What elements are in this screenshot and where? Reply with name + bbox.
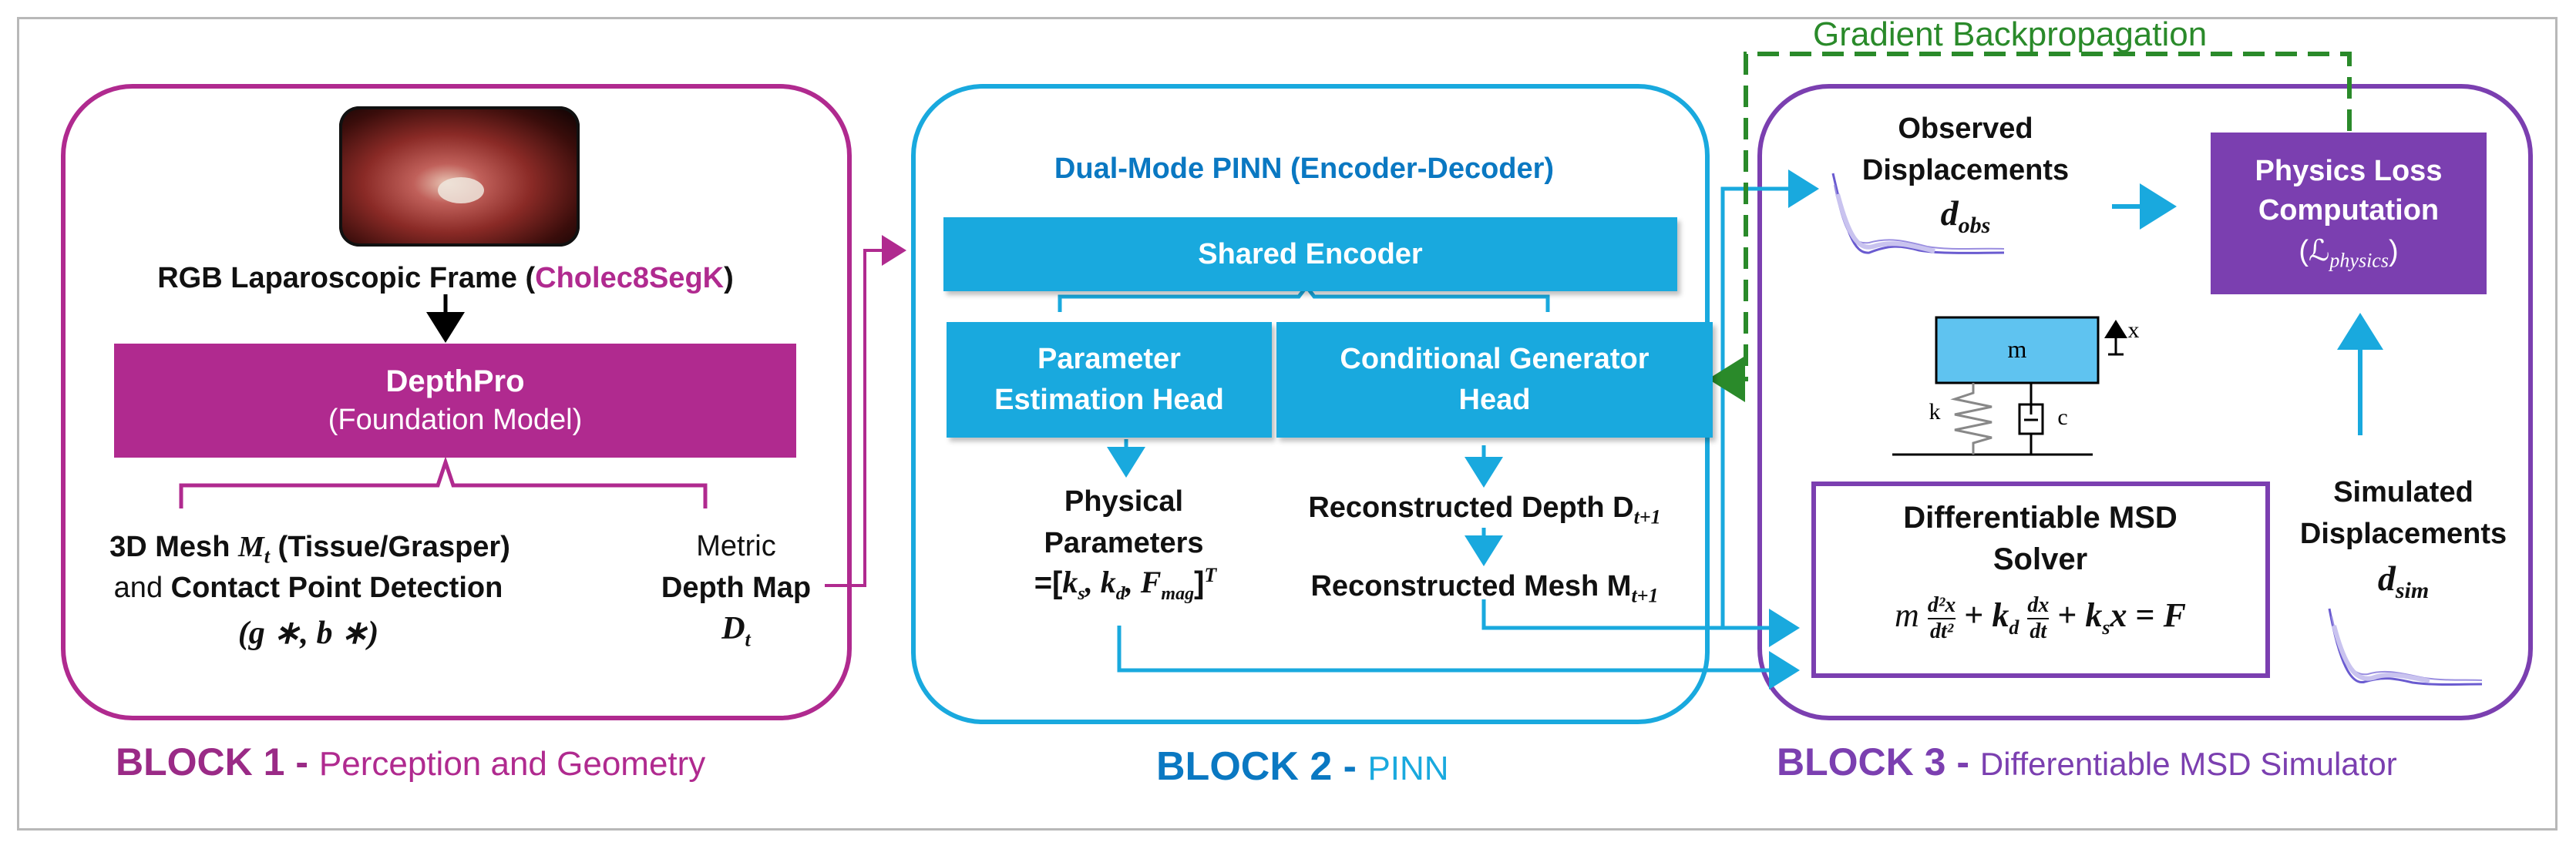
physical-params-label-2: Parameters [1044, 527, 1204, 559]
block2-caption: BLOCK 2 - PINN [1156, 744, 1449, 789]
figure-frame [17, 17, 2558, 831]
physical-params-label-1: Physical [1064, 485, 1184, 518]
mesh-label: 3D Mesh Mt (Tissue/Grasper) [109, 531, 510, 568]
depth-map-label: Depth Map [661, 572, 812, 604]
observed-label-1: Observed [1898, 112, 2033, 145]
observed-label-2: Displacements [1861, 154, 2070, 186]
physical-params-vector: =[ks, kd, Fmag]T [1034, 564, 1217, 605]
d-sim-symbol: dsim [2377, 559, 2430, 604]
x-label: x [2127, 317, 2140, 343]
block1-caption: BLOCK 1 - Perception and Geometry [116, 740, 706, 784]
frame-caption: RGB Laparoscopic Frame (Cholec8SegK) [157, 262, 734, 294]
pinn-title: Dual-Mode PINN (Encoder-Decoder) [1054, 153, 1555, 185]
depthpro-title: DepthPro [385, 364, 525, 398]
d-obs-symbol: dobs [1940, 193, 1991, 239]
block1-outline [61, 84, 852, 720]
reconstructed-mesh: Reconstructed Mesh Mt+1 [1310, 570, 1659, 607]
observed-displacement-plot [1831, 173, 2005, 254]
mass-label: m [2007, 335, 2027, 363]
conditional-generator-head: Conditional Generator Head [1276, 322, 1713, 438]
simulated-label-2: Displacements [2299, 518, 2507, 550]
metric-label: Metric [696, 530, 776, 562]
block3-outline [1757, 84, 2533, 720]
contact-points: (g ∗, b ∗) [237, 616, 379, 651]
simulated-displacement-plot [2328, 608, 2483, 686]
simulated-label-1: Simulated [2333, 476, 2473, 508]
solver-label-2: Solver [1993, 542, 2088, 576]
depthpro-box: DepthPro (Foundation Model) [114, 344, 796, 458]
parameter-estimation-head: Parameter Estimation Head [947, 322, 1272, 438]
block3-caption: BLOCK 3 - Differentiable MSD Simulator [1777, 740, 2397, 784]
msd-solver-box [1811, 482, 2270, 678]
physics-loss-box: Physics Loss Computation (ℒphysics) [2211, 133, 2487, 294]
reconstructed-depth: Reconstructed Depth Dt+1 [1308, 492, 1661, 529]
gradient-backprop-label: Gradient Backpropagation [1813, 15, 2208, 53]
damper-label: c [2057, 404, 2068, 430]
depthpro-subtitle: (Foundation Model) [328, 404, 583, 436]
grasper-highlight [438, 177, 484, 203]
laparoscopic-frame-image [339, 106, 580, 247]
contact-label: and Contact Point Detection [113, 572, 503, 604]
msd-mass [1935, 316, 2100, 384]
shared-encoder-box: Shared Encoder [943, 217, 1677, 291]
solver-label-1: Differentiable MSD [1903, 501, 2177, 535]
spring-label: k [1929, 399, 1941, 424]
depth-map-symbol: Dt [721, 611, 751, 651]
